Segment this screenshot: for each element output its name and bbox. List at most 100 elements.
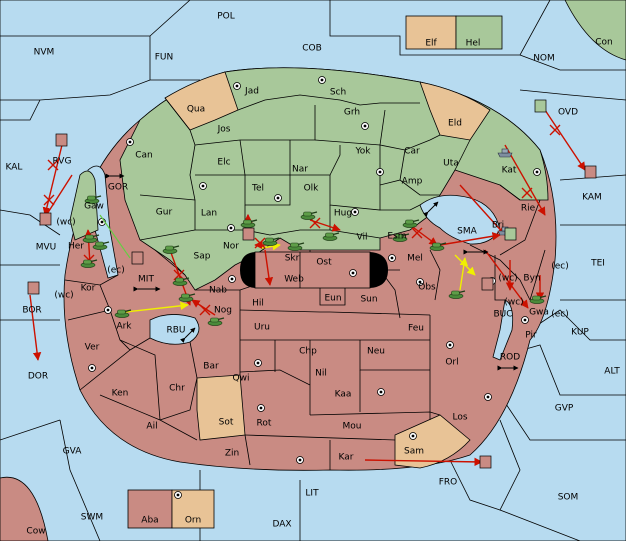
sea-dor[interactable]: DOR — [28, 372, 48, 382]
region-gwa[interactable]: Gwa — [529, 308, 549, 318]
region-skr[interactable]: Skr — [285, 254, 300, 264]
region-zin[interactable]: Zin — [225, 449, 239, 459]
sea-mit[interactable]: MIT — [138, 275, 154, 285]
region-car[interactable]: Car — [404, 147, 420, 157]
region-rie[interactable]: Rie — [521, 204, 536, 214]
sea-rbu[interactable]: RBU — [166, 326, 185, 336]
region-ken[interactable]: Ken — [112, 389, 129, 399]
sea-sma[interactable]: SMA — [457, 227, 477, 237]
sea-lit[interactable]: LIT — [305, 489, 319, 499]
region-eun[interactable]: Eun — [324, 294, 341, 304]
region-nog[interactable]: Nog — [214, 306, 232, 316]
region-kar[interactable]: Kar — [339, 453, 354, 463]
sea-tei[interactable]: TEI — [590, 259, 605, 269]
region-ver[interactable]: Ver — [85, 343, 100, 353]
region-can[interactable]: Can — [135, 151, 153, 161]
region-sot-land[interactable] — [196, 374, 246, 441]
region-nab[interactable]: Nab — [209, 286, 227, 296]
region-esm[interactable]: Esm — [387, 232, 406, 242]
sea-dax[interactable]: DAX — [272, 520, 291, 530]
region-ark[interactable]: Ark — [116, 322, 132, 332]
green-labels: Jad Sch Jos Grh Can Elc Nar Yok Car Uta … — [84, 87, 517, 262]
sea-nvm[interactable]: NVM — [34, 48, 55, 58]
region-kaa[interactable]: Kaa — [335, 390, 352, 400]
sea-pol[interactable]: POL — [217, 12, 235, 22]
sea-gva[interactable]: GVA — [63, 447, 83, 457]
region-sun[interactable]: Sun — [360, 295, 377, 305]
region-uru[interactable]: Uru — [254, 323, 270, 333]
region-qua[interactable]: Qua — [187, 105, 205, 115]
region-her[interactable]: Her — [68, 242, 84, 252]
region-web[interactable]: Web — [284, 275, 304, 285]
region-sap[interactable]: Sap — [194, 252, 211, 262]
region-obs[interactable]: Obs — [418, 283, 436, 293]
sea-swm[interactable]: SWM — [81, 513, 103, 523]
region-neu[interactable]: Neu — [367, 347, 385, 357]
sea-alt[interactable]: ALT — [604, 367, 620, 377]
region-rvg[interactable]: RVG — [53, 157, 72, 167]
region-hil[interactable]: Hil — [252, 299, 264, 309]
sea-kup[interactable]: KUP — [571, 328, 589, 338]
region-hug[interactable]: Hug — [334, 209, 352, 219]
region-uta[interactable]: Uta — [443, 159, 459, 169]
region-mou[interactable]: Mou — [343, 422, 362, 432]
region-eld[interactable]: Eld — [448, 119, 462, 129]
sea-fro[interactable]: FRO — [439, 478, 458, 488]
sea-som[interactable]: SOM — [558, 493, 579, 503]
region-los[interactable]: Los — [452, 413, 467, 423]
region-yok[interactable]: Yok — [354, 147, 371, 157]
region-lan[interactable]: Lan — [201, 209, 217, 219]
region-sam[interactable]: Sam — [404, 447, 424, 457]
region-jad[interactable]: Jad — [244, 87, 259, 97]
region-nar[interactable]: Nar — [292, 165, 308, 175]
region-bar[interactable]: Bar — [203, 362, 219, 372]
sea-gor[interactable]: GOR — [108, 183, 128, 193]
region-chp[interactable]: Chp — [299, 347, 317, 357]
region-kat[interactable]: Kat — [502, 166, 517, 176]
sea-gvp[interactable]: GVP — [555, 404, 574, 414]
sea-con[interactable]: Con — [595, 38, 613, 48]
region-jos[interactable]: Jos — [217, 125, 231, 135]
sea-cob[interactable]: COB — [302, 44, 322, 54]
region-nil[interactable]: Nil — [315, 369, 327, 379]
region-pir[interactable]: Pir — [525, 331, 537, 341]
region-ost[interactable]: Ost — [316, 258, 332, 268]
sea-cow[interactable]: Cow — [26, 527, 45, 537]
region-byn[interactable]: Byn — [523, 274, 540, 284]
region-chr[interactable]: Chr — [169, 384, 185, 394]
region-elc[interactable]: Elc — [217, 158, 230, 168]
sea-ovd[interactable]: OVD — [558, 108, 578, 118]
sea-nom[interactable]: NOM — [533, 54, 555, 64]
region-rot[interactable]: Rot — [257, 419, 272, 429]
region-qua-land[interactable] — [164, 71, 239, 131]
region-sch[interactable]: Sch — [330, 88, 346, 98]
region-nor[interactable]: Nor — [223, 242, 239, 252]
sea-bor[interactable]: BOR — [22, 306, 41, 316]
legend-top: Elf Hel — [405, 15, 503, 50]
sea-fun[interactable]: FUN — [155, 53, 174, 63]
sea-rod[interactable]: ROD — [500, 353, 520, 363]
sea-kam[interactable]: KAM — [582, 193, 602, 203]
region-gaw[interactable]: Gaw — [84, 202, 104, 212]
sea-kal[interactable]: KAL — [6, 163, 23, 173]
region-tel[interactable]: Tel — [251, 184, 264, 194]
region-amp[interactable]: Amp — [402, 177, 423, 187]
region-orl[interactable]: Orl — [445, 358, 458, 368]
sea-mvu[interactable]: MVU — [36, 243, 57, 253]
region-vil[interactable]: Vil — [357, 233, 368, 243]
region-gaw-land[interactable] — [69, 170, 99, 241]
region-kor[interactable]: Kor — [81, 284, 96, 294]
region-olk[interactable]: Olk — [304, 184, 320, 194]
region-mel[interactable]: Mel — [407, 254, 423, 264]
sea-buc[interactable]: BUC — [493, 310, 512, 320]
region-qwi[interactable]: Qwi — [233, 374, 250, 384]
region-grh[interactable]: Grh — [344, 108, 360, 118]
region-eld-land[interactable] — [419, 81, 491, 141]
region-sot[interactable]: Sot — [219, 418, 234, 428]
region-feu[interactable]: Feu — [408, 324, 424, 334]
region-gur[interactable]: Gur — [156, 208, 173, 218]
region-sam-land[interactable] — [394, 414, 471, 469]
region-bri[interactable]: Bri — [492, 221, 504, 231]
region-ail[interactable]: Ail — [146, 422, 157, 432]
